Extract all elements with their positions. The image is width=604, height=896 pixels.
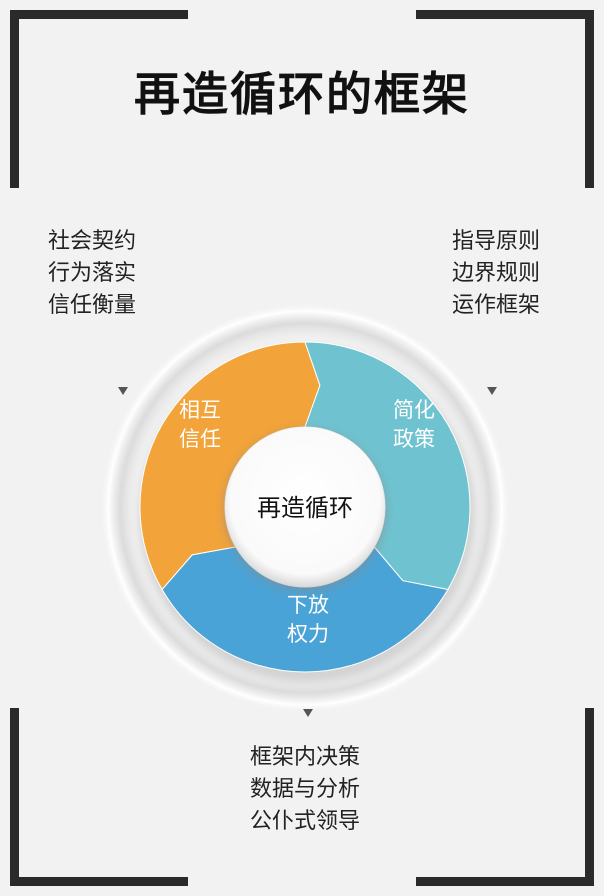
corner-bracket-tl-v [10, 10, 19, 188]
marker-left-icon [118, 387, 128, 395]
segment-label-mutual-trust-1: 相互 [179, 398, 221, 422]
note-line: 行为落实 [48, 261, 137, 286]
note-line: 边界规则 [452, 261, 541, 286]
note-line: 运作框架 [452, 293, 541, 318]
note-top-right: 指导原则 边界规则 运作框架 [452, 226, 540, 322]
corner-bracket-bl-v [10, 708, 19, 886]
corner-bracket-tr-h [416, 10, 594, 19]
segment-label-simplify-policy-2: 政策 [393, 427, 435, 451]
segment-label-delegate-power-2: 权力 [287, 622, 329, 646]
segment-label-delegate-power-1: 下放 [287, 593, 329, 617]
note-line: 公仆式领导 [250, 809, 361, 834]
note-line: 社会契约 [48, 229, 137, 254]
note-line: 信任衡量 [48, 293, 137, 318]
note-top-left: 社会契约 行为落实 信任衡量 [48, 226, 136, 322]
page-title: 再造循环的框架 [134, 67, 470, 121]
segment-label-simplify-policy-1: 简化 [393, 398, 435, 422]
corner-bracket-br-h [416, 877, 594, 886]
note-line: 数据与分析 [250, 777, 361, 802]
note-line: 指导原则 [452, 229, 541, 254]
note-bottom: 框架内决策 数据与分析 公仆式领导 [250, 742, 360, 838]
center-disc [225, 427, 385, 587]
corner-bracket-bl-h [10, 877, 188, 886]
corner-bracket-tl-h [10, 10, 188, 19]
marker-bottom-icon [303, 709, 313, 717]
marker-right-icon [487, 387, 497, 395]
segment-label-mutual-trust-2: 信任 [179, 427, 221, 451]
corner-bracket-br-v [585, 708, 594, 886]
center-label: 再造循环 [257, 494, 353, 522]
corner-bracket-tr-v [585, 10, 594, 188]
note-line: 框架内决策 [250, 745, 361, 770]
